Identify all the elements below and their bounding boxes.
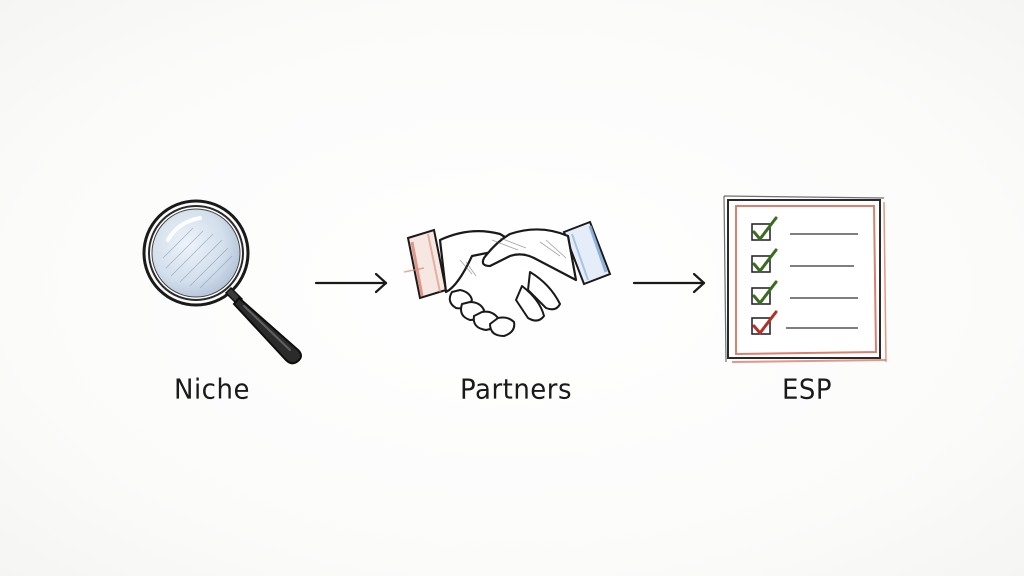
step-label-niche: Niche <box>174 374 250 406</box>
checklist-icon <box>723 195 887 363</box>
checklist-item <box>751 216 858 241</box>
magnifying-glass-icon <box>142 199 302 365</box>
checklist-item <box>751 248 854 273</box>
handshake-icon <box>403 220 612 337</box>
checklist-item <box>751 280 858 305</box>
arrow-right-icon <box>314 272 388 294</box>
step-label-esp: ESP <box>782 374 833 406</box>
arrow-right-icon <box>632 272 706 294</box>
step-label-partners: Partners <box>460 374 573 406</box>
checklist-item <box>751 310 858 335</box>
